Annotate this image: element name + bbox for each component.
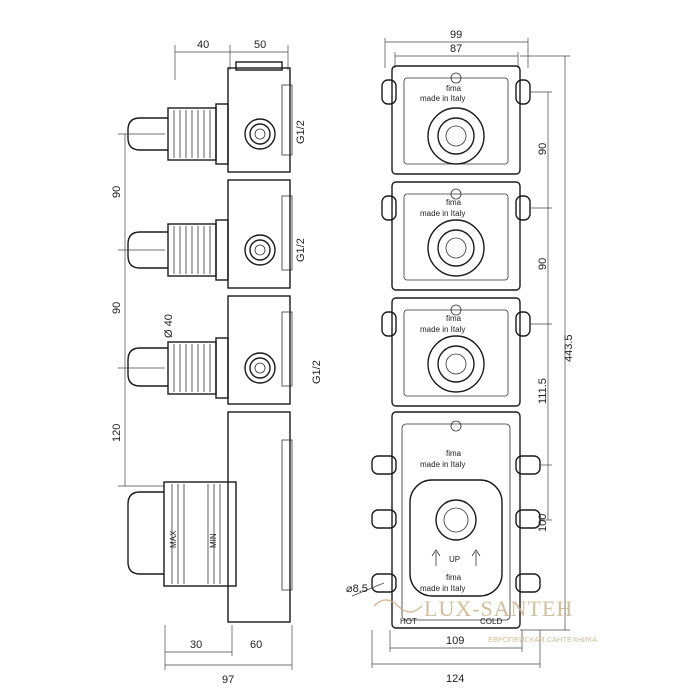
front-dim-pitch-1: 90: [537, 143, 549, 155]
front-view: 99 87 fima made in Italy fima made: [346, 29, 575, 685]
front-origin-2: made in Italy: [420, 209, 465, 218]
front-dim-total-height: 443.5: [563, 334, 575, 362]
side-dim-top-left: 40: [197, 39, 209, 51]
watermark: LUX-SANTEH ЕВРОПЕЙСКАЯ САНТЕХНИКА: [373, 596, 597, 644]
front-brand-5: fima: [446, 573, 462, 582]
side-module-1: [127, 61, 293, 173]
side-dim-bottom-total: 97: [222, 674, 234, 686]
front-dim-top-inner: 87: [450, 43, 462, 55]
side-thermostat-module: MAX MIN: [127, 411, 293, 623]
front-dim-pitch-3: 111.5: [537, 378, 549, 404]
side-module-2: [127, 179, 293, 289]
thread-label-3: G1/2: [311, 360, 323, 384]
front-dim-top-outer: 99: [450, 29, 462, 41]
front-brand-4: fima: [446, 449, 462, 458]
front-module-1: fima made in Italy: [381, 65, 531, 175]
min-label: MIN: [209, 533, 218, 548]
front-brand-1: fima: [446, 84, 462, 93]
front-origin-1: made in Italy: [420, 94, 465, 103]
front-brand-2: fima: [446, 198, 462, 207]
side-dim-pitch-3: 120: [111, 424, 123, 442]
cold-label: COLD: [480, 617, 502, 626]
front-dim-bottom-inner: 109: [446, 635, 464, 647]
front-module-3: fima made in Italy: [381, 297, 531, 407]
front-dim-hole: ⌀8.5: [346, 583, 368, 595]
side-module-3: [127, 295, 293, 405]
side-dim-pitch-2: 90: [111, 302, 123, 314]
front-dim-pitch-2: 90: [537, 258, 549, 270]
watermark-subtitle: ЕВРОПЕЙСКАЯ САНТЕХНИКА: [488, 635, 597, 644]
up-label: UP: [449, 555, 460, 564]
thread-label-2: G1/2: [295, 238, 307, 262]
side-dim-bottom-right: 60: [250, 639, 262, 651]
hot-label: HOT: [400, 617, 417, 626]
watermark-name: LUX-SANTEH: [424, 596, 573, 621]
front-thermostat-module: fima made in Italy UP fima made in Italy…: [371, 411, 541, 629]
side-dim-diameter: Ø 40: [163, 314, 175, 338]
thread-label-1: G1/2: [295, 120, 307, 144]
front-origin-4: made in Italy: [420, 460, 465, 469]
front-origin-5: made in Italy: [420, 584, 465, 593]
side-dim-bottom-left: 30: [190, 639, 202, 651]
side-view: 40 50: [111, 39, 323, 686]
front-brand-3: fima: [446, 314, 462, 323]
front-dim-bottom-total: 124: [446, 673, 464, 685]
side-dim-top-right: 50: [254, 39, 266, 51]
front-origin-3: made in Italy: [420, 325, 465, 334]
max-label: MAX: [169, 530, 178, 548]
side-dim-pitch-1: 90: [111, 186, 123, 198]
front-dim-pitch-4: 100: [537, 514, 549, 532]
front-module-2: fima made in Italy: [381, 181, 531, 291]
